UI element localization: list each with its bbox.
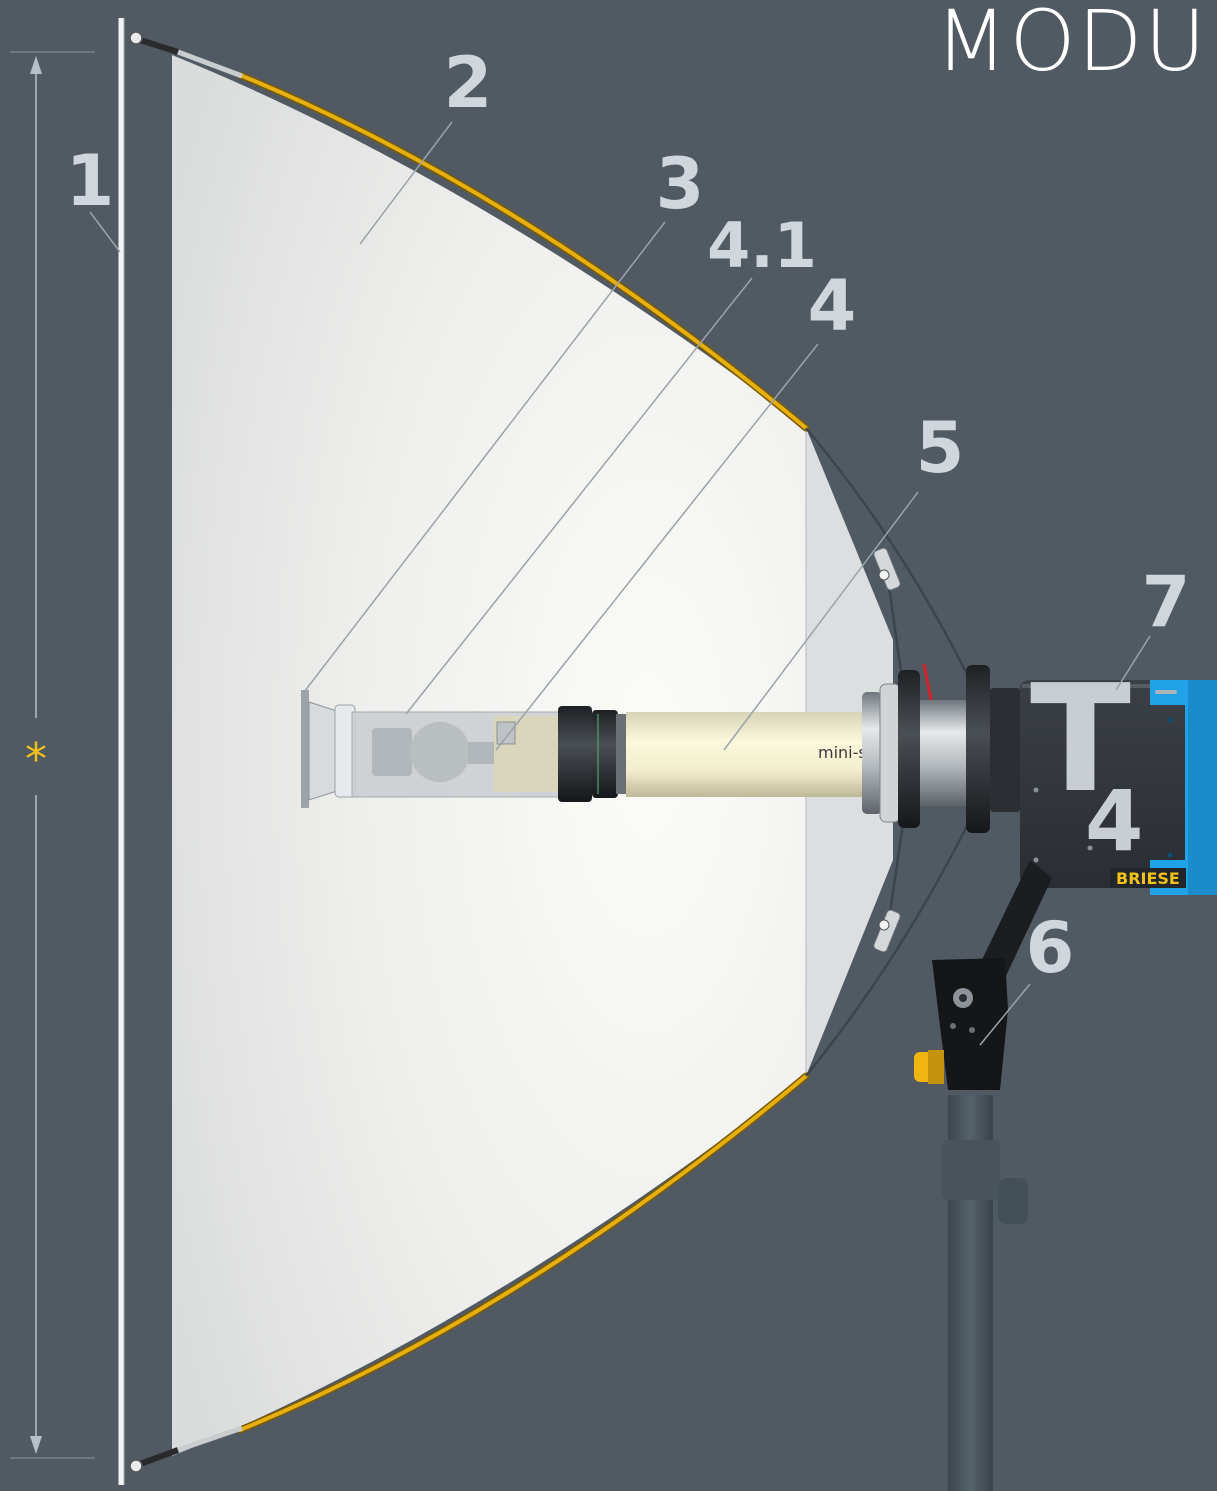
leader-lines [89,121,1151,1046]
focus-rings [558,706,628,802]
gold-rim-rods [236,71,810,1434]
head-number: 4 [1085,772,1143,870]
rod-end-fittings [129,31,243,1473]
callout-2: 2 [444,42,493,124]
callout-1: 1 [66,140,115,222]
tube-label: mini-s [818,743,867,762]
callout-6: 6 [1026,907,1075,989]
dimension-line [10,51,95,1459]
adapter-flange [862,683,901,823]
callout-5: 5 [916,407,965,489]
strut-clamps [873,547,901,953]
title-text: MODU [935,0,1208,90]
bulb-housing [351,711,563,798]
speedring [898,663,1020,833]
callout-3: 3 [656,143,705,225]
t4-head [1020,680,1217,895]
dimension-marker: * [25,734,47,785]
front-diffuser-frame [118,18,125,1485]
head-letter: T [1030,653,1131,825]
brand-label: BRIESE [1116,869,1180,888]
yoke-and-stand [914,860,1052,1491]
callout-7: 7 [1142,561,1191,643]
callout-4-1: 4.1 [707,209,817,282]
lamp-tube [626,712,871,797]
lamp-front-cap [301,690,356,808]
callout-4: 4 [808,265,857,347]
